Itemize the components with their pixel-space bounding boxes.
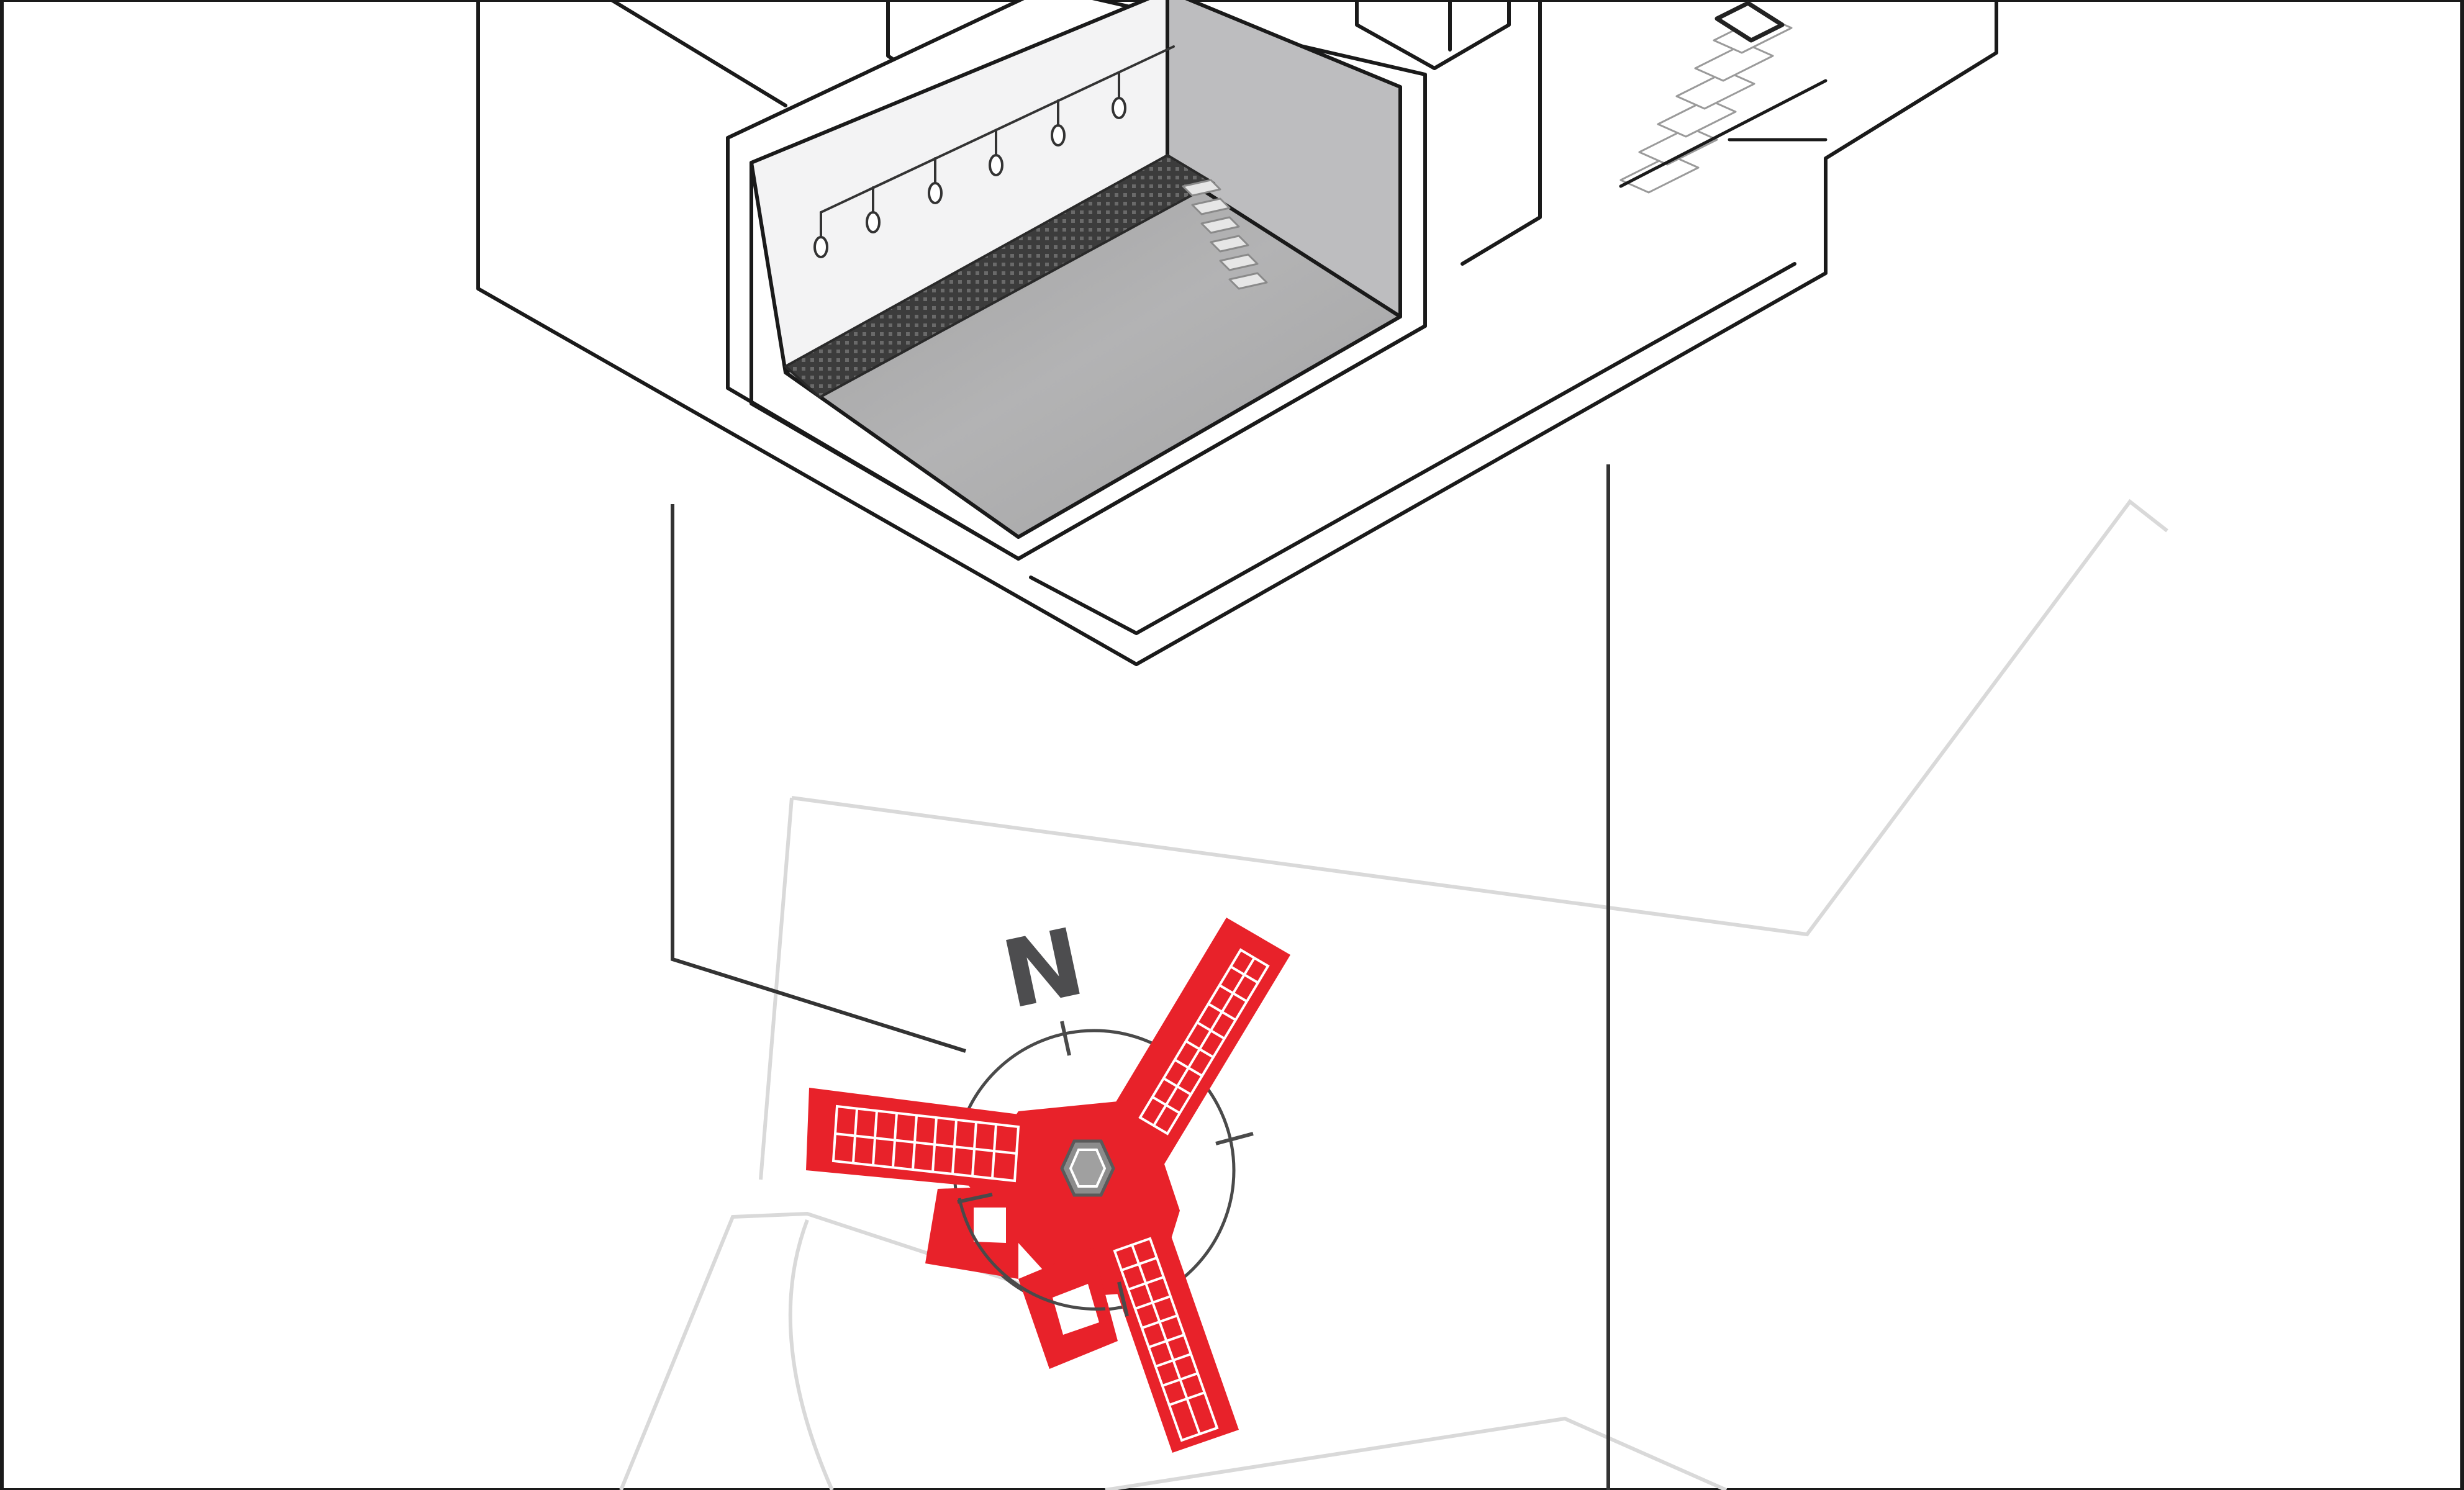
grid-west (831, 1104, 1020, 1183)
axonometric-building (476, 0, 1998, 666)
annex-opening-2 (1053, 1284, 1099, 1335)
north-arrow-compass-icon: N (994, 908, 1093, 1030)
tower-edge (1461, 0, 1542, 266)
pit-front-right (1017, 324, 1427, 561)
upper-volume-right (1355, 0, 1511, 70)
compass-circle-front (958, 1198, 1106, 1311)
pit-front-left (750, 161, 1020, 561)
stair-hatch (1714, 1, 1785, 43)
site-plan: N (806, 908, 1290, 1453)
platform-inner-edge (1029, 262, 1796, 635)
grid-northeast (1138, 948, 1270, 1136)
light-cable (820, 45, 1175, 214)
hexagon-hub-inner (1069, 1149, 1107, 1188)
compass-ticks (957, 1021, 1254, 1317)
pit-stair (1182, 179, 1268, 290)
annex-opening-1 (974, 1208, 1006, 1243)
site-outline (619, 499, 2168, 1490)
parapet-left (610, 0, 787, 107)
pendant-lights (813, 72, 1126, 258)
grid-south (1113, 1237, 1219, 1442)
stair-rail (1619, 79, 1828, 188)
leader-lines (671, 464, 1610, 1490)
